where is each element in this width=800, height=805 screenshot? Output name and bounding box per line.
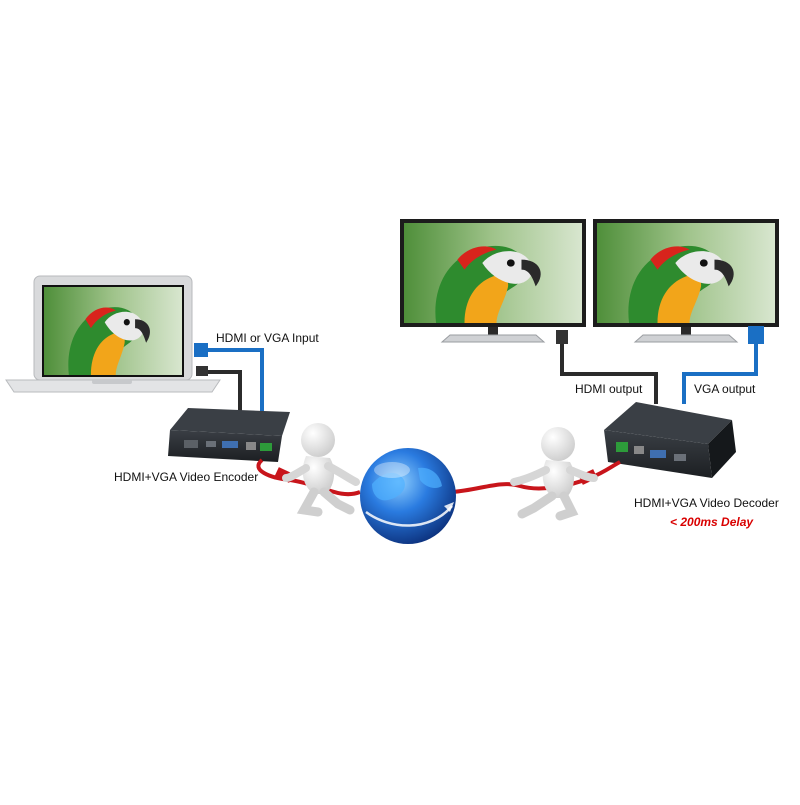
monitor-icon: [400, 219, 586, 343]
input-label: HDMI or VGA Input: [216, 331, 319, 345]
decoder-label: HDMI+VGA Video Decoder: [634, 496, 779, 510]
parrot-image-icon: [44, 287, 182, 375]
vga-output-label: VGA output: [694, 382, 756, 396]
output-cables: [556, 326, 764, 404]
encoder-label: HDMI+VGA Video Encoder: [114, 470, 259, 484]
globe-icon: [360, 448, 456, 544]
monitor-icon: [593, 219, 779, 343]
hdmi-output-label: HDMI output: [575, 382, 643, 396]
person-figure-icon: [282, 423, 360, 517]
input-cables: [194, 343, 264, 420]
decoder-device-icon: [604, 402, 736, 478]
delay-label: < 200ms Delay: [670, 515, 754, 529]
laptop-icon: [5, 275, 221, 393]
person-figure-icon: [510, 427, 598, 521]
encoder-device-icon: [168, 408, 290, 462]
